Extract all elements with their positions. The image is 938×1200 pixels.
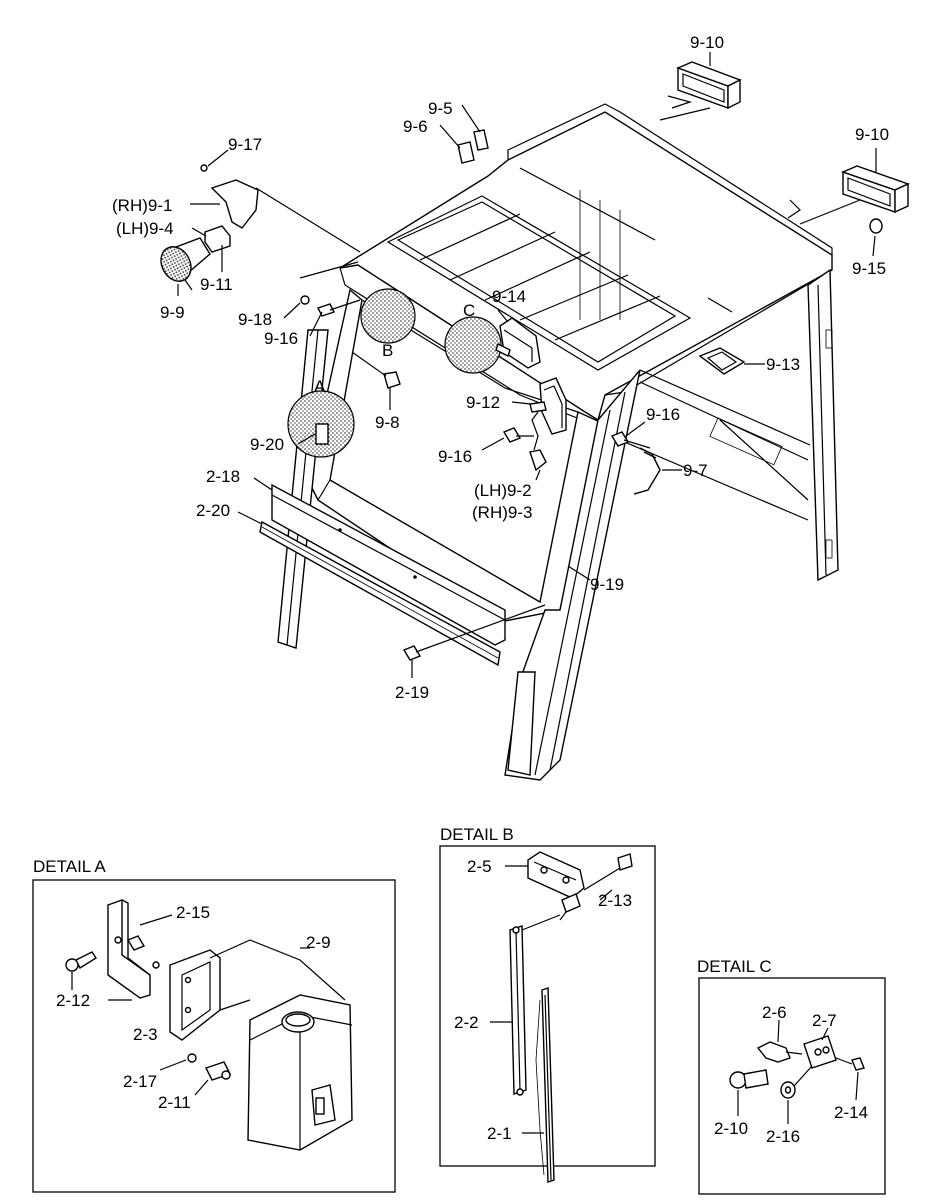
callout-9-3-rh: (RH)9-3 <box>472 503 532 522</box>
label-2-5: 2-5 <box>467 857 492 876</box>
callout-9-6: 9-6 <box>403 117 428 136</box>
callout-9-13: 9-13 <box>766 355 800 374</box>
clip-9-5 <box>473 129 489 151</box>
label-2-10: 2-10 <box>714 1119 748 1138</box>
detail-a: DETAIL A <box>32 857 396 1193</box>
label-2-11: 2-11 <box>158 1093 191 1112</box>
detail-a-box <box>32 879 396 1193</box>
callout-9-15: 9-15 <box>852 259 886 278</box>
callout-2-18: 2-18 <box>206 467 240 486</box>
detail-a-title: DETAIL A <box>33 857 106 876</box>
detail-c: DETAIL C 2-6 2-7 2-10 2-16 2-14 <box>697 957 886 1195</box>
main-callouts: 9-10 9-10 9-5 9-6 9-17 (RH)9-1 (LH)9-4 9… <box>112 33 889 702</box>
callout-9-14: 9-14 <box>492 287 526 306</box>
callout-9-10-a: 9-10 <box>690 33 724 52</box>
callout-9-2-lh: (LH)9-2 <box>474 481 532 500</box>
washer-9-18 <box>300 295 310 305</box>
label-2-14: 2-14 <box>834 1103 868 1122</box>
block-9-11 <box>204 225 231 253</box>
detail-c-box <box>698 977 886 1195</box>
label-2-16: 2-16 <box>766 1127 800 1146</box>
callout-9-7: 9-7 <box>683 461 708 480</box>
callout-9-1-rh: (RH)9-1 <box>112 196 172 215</box>
callout-9-8: 9-8 <box>375 413 400 432</box>
callout-9-16-b: 9-16 <box>438 447 472 466</box>
bolt-9-16b <box>502 427 522 443</box>
work-lamp-upper <box>659 52 742 121</box>
mirror-9-12 <box>529 377 567 451</box>
dome-lamp-9-13 <box>698 297 746 375</box>
zone-label-a: A <box>314 377 326 396</box>
detail-b: DETAIL B 2-5 2-13 2-2 2-1 <box>439 825 656 1183</box>
nut-9-8 <box>383 371 401 389</box>
label-2-15: 2-15 <box>176 903 210 922</box>
bolt-2-19 <box>402 645 422 661</box>
work-lamp-lower <box>787 148 910 225</box>
zone-a-bracket <box>315 423 329 445</box>
mirror-9-14 <box>495 317 541 369</box>
label-2-13: 2-13 <box>598 891 632 910</box>
label-2-12: 2-12 <box>56 991 90 1010</box>
bolt-9-17 <box>200 164 208 172</box>
callout-2-20: 2-20 <box>196 501 230 520</box>
label-2-1: 2-1 <box>487 1124 512 1143</box>
label-2-3: 2-3 <box>133 1025 158 1044</box>
callout-9-20: 9-20 <box>250 435 284 454</box>
leader-lines <box>177 203 876 581</box>
label-2-9: 2-9 <box>306 933 331 952</box>
bolt-9-16c <box>610 431 630 447</box>
cap-9-15 <box>869 218 883 234</box>
zone-label-c: C <box>463 301 475 320</box>
callout-9-9: 9-9 <box>160 303 185 322</box>
detail-b-title: DETAIL B <box>440 825 514 844</box>
bracket-9-1 <box>210 179 259 229</box>
callout-9-5: 9-5 <box>428 99 453 118</box>
bracket-9-2 <box>529 449 547 472</box>
handle-9-7 <box>633 447 661 495</box>
head-lamp-9-9 <box>160 237 211 291</box>
label-2-6: 2-6 <box>762 1003 787 1022</box>
detail-c-title: DETAIL C <box>697 957 772 976</box>
callout-9-16-a: 9-16 <box>264 329 298 348</box>
zone-label-b: B <box>382 341 393 360</box>
callout-9-10-b: 9-10 <box>855 125 889 144</box>
callout-9-19: 9-19 <box>590 575 624 594</box>
label-2-17: 2-17 <box>123 1072 157 1091</box>
zone-b-circle <box>360 288 416 344</box>
callout-9-18: 9-18 <box>238 310 272 329</box>
label-2-2: 2-2 <box>454 1013 479 1032</box>
callout-2-19: 2-19 <box>395 683 429 702</box>
callout-9-17: 9-17 <box>228 135 262 154</box>
clip-9-6 <box>457 141 475 164</box>
callout-9-4-lh: (LH)9-4 <box>116 219 174 238</box>
callout-9-11: 9-11 <box>200 275 233 294</box>
callout-9-16-c: 9-16 <box>646 405 680 424</box>
callout-9-12: 9-12 <box>466 393 500 412</box>
label-2-7: 2-7 <box>812 1011 837 1030</box>
zone-c-circle <box>444 316 502 374</box>
